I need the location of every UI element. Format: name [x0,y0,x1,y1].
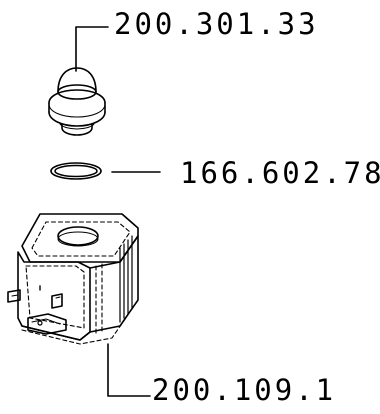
leader-line-solenoid-coil [107,343,151,397]
plunger-cap-part [48,67,106,136]
part-number-label-o-ring: 166.602.78 [180,156,380,190]
part-number-label-solenoid-coil: 200.109.1 [152,373,337,407]
part-number-label-plunger-cap: 200.301.33 [114,7,319,41]
solenoid-coil-part [7,213,139,345]
leader-line-plunger-cap [75,26,109,72]
coil-terminal-left [7,289,21,303]
coil-terminal-right [51,293,63,309]
o-ring-part [50,162,102,180]
